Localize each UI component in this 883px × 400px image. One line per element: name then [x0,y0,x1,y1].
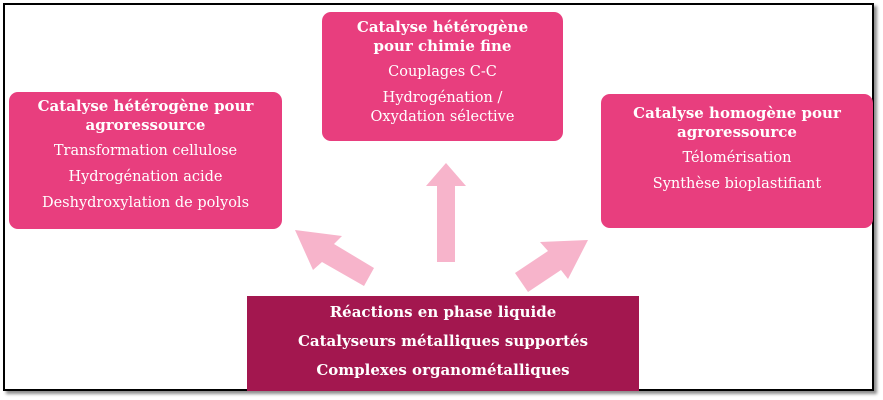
node-title: Catalyse hétérogène pour [37,97,254,115]
node-liquid-phase-reactions: Réactions en phase liquide Catalyseurs m… [247,296,639,391]
node-line: Réactions en phase liquide [329,303,557,321]
node-item: Couplages C-C [388,64,497,80]
node-line: Catalyseurs métalliques supportés [297,332,589,350]
arrow-to-top [426,163,466,262]
node-heterogeneous-agroresource: Catalyse hétérogène pour agroressource T… [9,92,282,229]
node-item: Télomérisation [682,150,792,166]
node-line: Complexes organométalliques [316,361,570,379]
node-item: Hydrogénation / [382,90,503,106]
node-title: agroressource [677,123,797,141]
node-title: Catalyse homogène pour [633,104,841,122]
node-item: Deshydroxylation de polyols [41,195,250,211]
arrow-to-right [515,240,588,292]
arrow-to-left [295,230,374,286]
node-title: agroressource [85,116,206,134]
node-item: Synthèse bioplastifiant [652,176,822,192]
node-item: Hydrogénation acide [68,169,223,185]
node-heterogeneous-fine-chemistry: Catalyse hétérogène pour chimie fine Cou… [322,12,563,141]
node-homogeneous-agroresource: Catalyse homogène pour agroressource Tél… [601,94,873,228]
node-item: Oxydation sélective [370,109,515,125]
node-title: Catalyse hétérogène [356,18,529,36]
node-item: Transformation cellulose [53,143,238,159]
node-title: pour chimie fine [373,37,512,55]
